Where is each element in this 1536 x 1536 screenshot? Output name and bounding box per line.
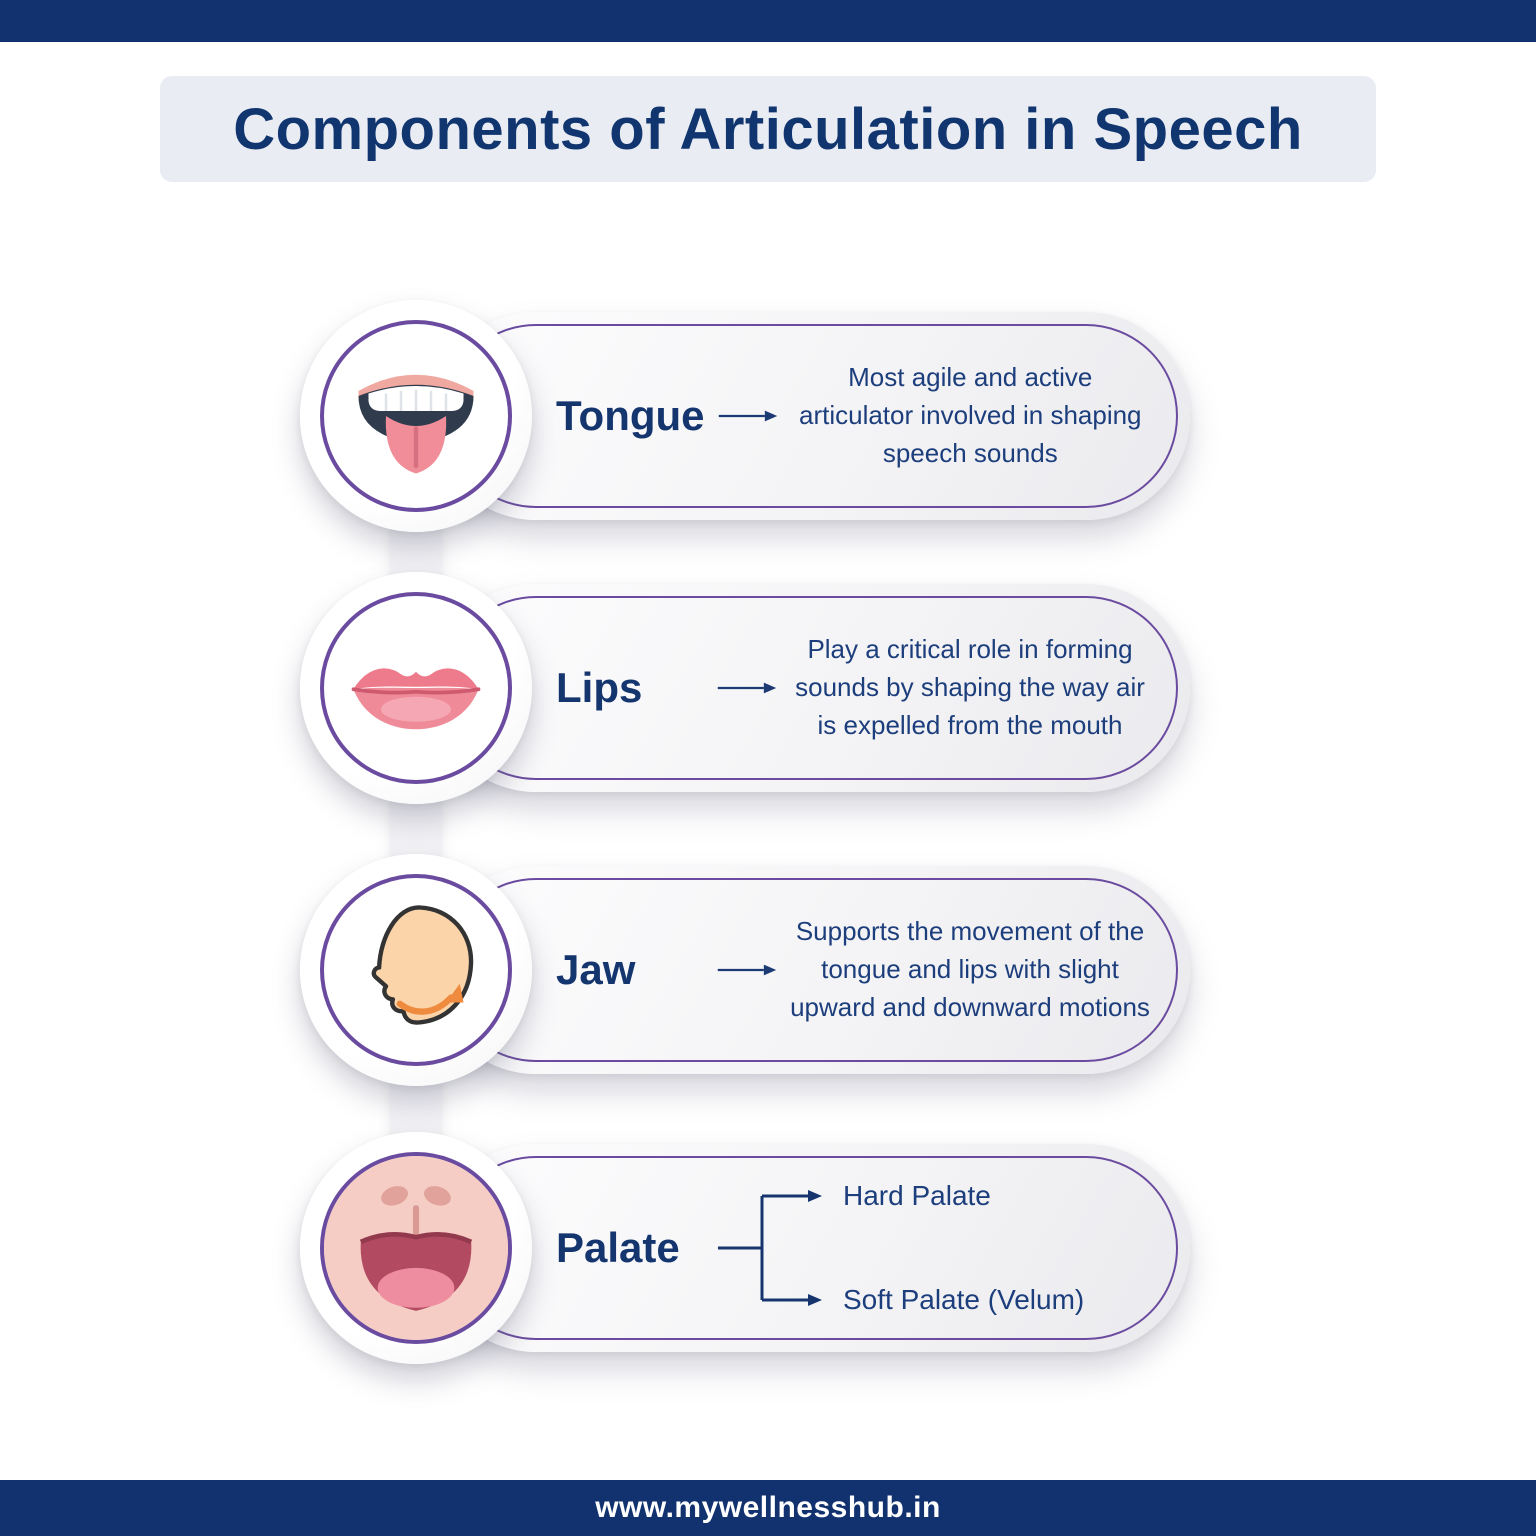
icon-badge <box>300 572 532 804</box>
row-label: Palate <box>556 1224 680 1271</box>
arrow-right-icon <box>717 964 777 976</box>
top-accent-bar <box>0 0 1536 42</box>
palate-icon <box>324 1156 508 1340</box>
arrow-right-icon <box>717 682 777 694</box>
row-description: Supports the movement of the tongue and … <box>790 916 1150 1022</box>
badge-ring <box>320 874 512 1066</box>
info-pill: Jaw Supports the movement of the tongue … <box>432 866 1190 1074</box>
title-banner: Components of Articulation in Speech <box>160 76 1376 182</box>
branch-label-hard-palate: Hard Palate <box>843 1180 991 1211</box>
row-description: Play a critical role in forming sounds b… <box>795 634 1145 740</box>
row-description: Most agile and active articulator involv… <box>798 362 1142 468</box>
icon-badge <box>300 854 532 1086</box>
arrow-right-icon <box>718 410 777 422</box>
palate-branches: Hard Palate Soft Palate (Velum) <box>843 1178 1084 1318</box>
icon-badge <box>300 300 532 532</box>
lips-icon <box>351 668 481 730</box>
branch-bracket-icon <box>718 1190 822 1306</box>
footer-url: www.mywellnesshub.in <box>595 1491 941 1524</box>
timeline-connector <box>390 416 442 1248</box>
footer-bar: www.mywellnesshub.in <box>0 1480 1536 1536</box>
articulator-row-palate: Palate Hard Palate Soft Palate (Velum) <box>0 1132 1536 1364</box>
row-label: Lips <box>556 664 643 711</box>
badge-ring <box>320 592 512 784</box>
tongue-icon <box>358 374 474 474</box>
badge-ring <box>320 320 512 512</box>
icon-badge <box>300 1132 532 1364</box>
articulator-row-jaw: Jaw Supports the movement of the tongue … <box>0 854 1536 1086</box>
row-label: Jaw <box>556 946 636 993</box>
page-title: Components of Articulation in Speech <box>233 96 1303 162</box>
articulator-row-tongue: Tongue Most agile and active articulator… <box>0 300 1536 532</box>
badge-ring <box>320 1152 512 1344</box>
info-pill: Palate Hard Palate Soft Palate (Velum) <box>432 1144 1190 1352</box>
articulator-row-lips: Lips Play a critical role in forming sou… <box>0 572 1536 804</box>
info-pill: Lips Play a critical role in forming sou… <box>432 584 1190 792</box>
row-label: Tongue <box>556 392 705 439</box>
branch-label-soft-palate: Soft Palate (Velum) <box>843 1284 1085 1315</box>
info-pill: Tongue Most agile and active articulator… <box>432 312 1190 520</box>
jaw-icon <box>371 905 474 1025</box>
